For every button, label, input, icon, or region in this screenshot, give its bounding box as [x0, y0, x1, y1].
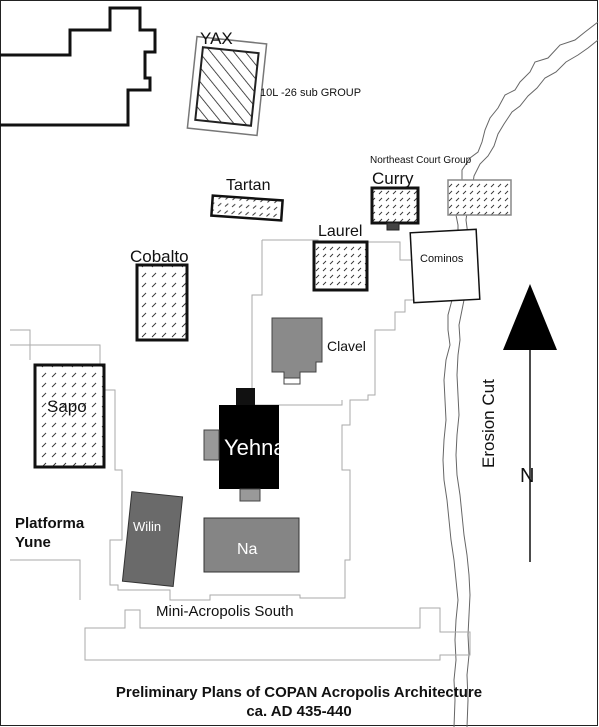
- northeast-court-group-label: Northeast Court Group: [370, 155, 472, 166]
- tartan-label: Tartan: [226, 177, 270, 194]
- yax-group-label: 10L -26 sub GROUP: [260, 87, 361, 99]
- wilin-label: Wilin: [133, 519, 161, 534]
- platforma-label-line2: Yune: [15, 534, 51, 551]
- yax-label: YAX: [200, 29, 233, 48]
- curry-label: Curry: [372, 169, 414, 188]
- erosion-river-left: [442, 21, 599, 727]
- platforma-label-line1: Platforma: [15, 515, 85, 532]
- cobalto-structure[interactable]: [135, 263, 189, 342]
- south-platform-outline: [84, 607, 471, 661]
- top-boundary-line: [0, 6, 157, 127]
- laurel-structure[interactable]: [312, 240, 369, 292]
- yehnal-bottom-annex: [239, 488, 261, 502]
- caption-line2: ca. AD 435-440: [246, 703, 351, 720]
- sapo-label: Sapo: [47, 397, 87, 416]
- cobalto-label: Cobalto: [130, 247, 189, 266]
- yehnal-label: Yehnal: [224, 435, 290, 460]
- yax-inner-hatch: [194, 46, 260, 127]
- yehnal-structure[interactable]: [219, 405, 279, 489]
- curry-stair: [386, 222, 400, 231]
- northeast-group-structure[interactable]: [447, 179, 512, 216]
- mini-acropolis-south-label: Mini-Acropolis South: [156, 603, 294, 620]
- erosion-river-right: [455, 39, 599, 727]
- yehnal-side-annex: [203, 429, 220, 461]
- na-structure[interactable]: [203, 517, 300, 573]
- wilin-structure[interactable]: [121, 491, 184, 588]
- west-platform-outline: [10, 329, 81, 600]
- erosion-cut-label: Erosion Cut: [479, 379, 498, 468]
- sapo-structure[interactable]: [33, 363, 106, 469]
- tartan-structure[interactable]: [210, 194, 284, 222]
- clavel-label: Clavel: [327, 338, 366, 354]
- laurel-label: Laurel: [318, 223, 362, 240]
- yehnal-top-block: [236, 388, 255, 408]
- clavel-structure[interactable]: [271, 317, 323, 379]
- north-arrow-head: [503, 284, 557, 350]
- curry-structure[interactable]: [370, 186, 420, 225]
- caption-line1: Preliminary Plans of COPAN Acropolis Arc…: [116, 684, 482, 701]
- north-label: N: [520, 465, 534, 487]
- inner-court-outline: [251, 240, 343, 406]
- cominos-structure[interactable]: [409, 228, 481, 304]
- na-label: Na: [237, 541, 258, 558]
- cominos-label: Cominos: [420, 253, 464, 265]
- clavel-step: [283, 377, 301, 385]
